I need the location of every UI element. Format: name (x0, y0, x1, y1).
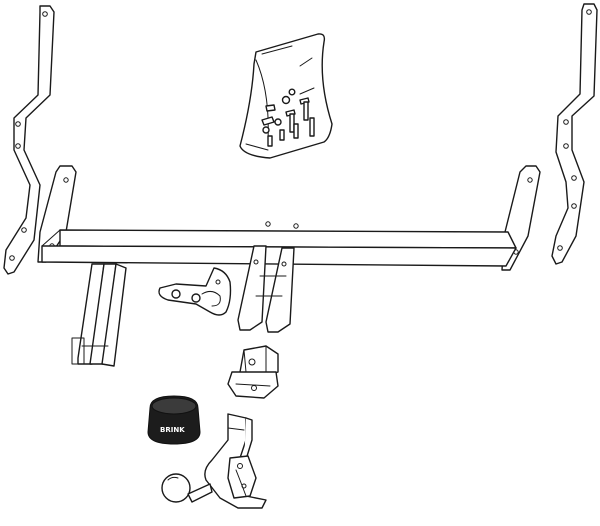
bolt-group (261, 88, 315, 147)
hardware-bag (239, 33, 333, 159)
ball-lock-mechanism (227, 345, 279, 399)
socket-plate (158, 267, 232, 316)
ball-cover-cap: BRINK (147, 395, 201, 445)
cap-logo: BRINK (160, 426, 185, 434)
tow-ball-neck (161, 413, 267, 509)
main-crossbar (37, 165, 541, 333)
right-side-bracket (551, 3, 598, 265)
spacer-plates (71, 263, 127, 367)
left-side-bracket (3, 5, 55, 275)
